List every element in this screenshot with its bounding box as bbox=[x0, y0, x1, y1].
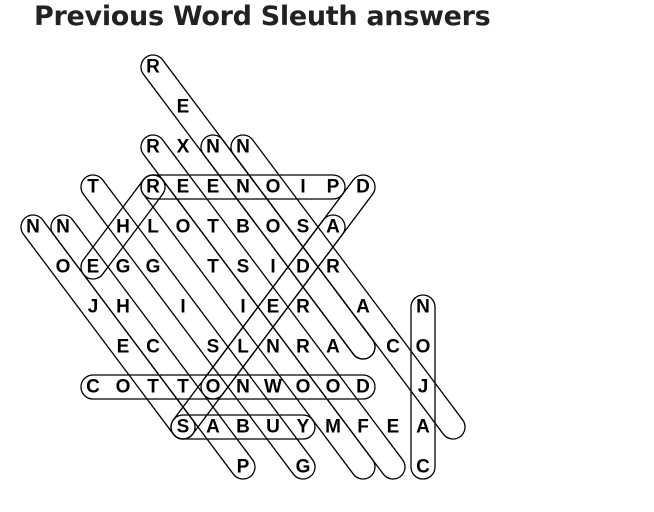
grid-letter: J bbox=[88, 297, 99, 318]
grid-letter: N bbox=[266, 337, 280, 358]
grid-letter: P bbox=[237, 457, 250, 478]
grid-letter: E bbox=[117, 337, 130, 358]
grid-letter: O bbox=[56, 257, 71, 278]
grid-letter: C bbox=[386, 337, 400, 358]
grid-letter: N bbox=[236, 177, 250, 198]
grid-letter: T bbox=[147, 377, 159, 398]
grid-letter: R bbox=[296, 337, 310, 358]
grid-letter: C bbox=[146, 337, 160, 358]
grid-letter: I bbox=[270, 257, 275, 278]
grid-letter: W bbox=[264, 377, 282, 398]
grid-letter: R bbox=[146, 57, 160, 78]
grid-letter: R bbox=[146, 177, 160, 198]
grid-letter: H bbox=[116, 297, 130, 318]
grid-letter: L bbox=[147, 217, 159, 238]
grid-letter: O bbox=[326, 377, 341, 398]
grid-letter: A bbox=[326, 217, 340, 238]
grid-letter: T bbox=[207, 257, 219, 278]
found-word-loops bbox=[20, 54, 466, 480]
grid-letter: C bbox=[86, 377, 100, 398]
grid-letter: O bbox=[266, 217, 281, 238]
grid-letter: O bbox=[296, 377, 311, 398]
grid-letter: F bbox=[357, 417, 369, 438]
grid-letter: J bbox=[418, 377, 429, 398]
grid-letter: N bbox=[416, 297, 430, 318]
found-word-loop bbox=[20, 214, 196, 440]
grid-letter: D bbox=[296, 257, 310, 278]
found-word-loop bbox=[200, 174, 376, 400]
grid-letter: I bbox=[300, 177, 305, 198]
found-word-loop bbox=[50, 214, 256, 480]
grid-letter: D bbox=[356, 177, 370, 198]
grid-letter: T bbox=[177, 377, 189, 398]
grid-letter: N bbox=[56, 217, 70, 238]
found-word-loop bbox=[80, 174, 166, 280]
found-word-loop bbox=[200, 134, 376, 360]
grid-letter: O bbox=[176, 217, 191, 238]
grid-letter: R bbox=[326, 257, 340, 278]
grid-letter: L bbox=[237, 337, 249, 358]
grid-letter: A bbox=[326, 337, 340, 358]
page-title: Previous Word Sleuth answers bbox=[34, 1, 491, 32]
grid-letter: B bbox=[236, 217, 250, 238]
grid-letter: Y bbox=[297, 417, 310, 438]
grid-letter: A bbox=[416, 417, 430, 438]
grid-letter: X bbox=[177, 137, 190, 158]
grid-letter: T bbox=[87, 177, 99, 198]
found-word-loop bbox=[170, 214, 346, 440]
grid-letter: U bbox=[266, 417, 280, 438]
grid-letter: N bbox=[236, 377, 250, 398]
grid-letter: N bbox=[26, 217, 40, 238]
grid-letter: N bbox=[236, 137, 250, 158]
grid-letter: E bbox=[207, 177, 220, 198]
grid-letter: S bbox=[237, 257, 250, 278]
grid-letter: A bbox=[206, 417, 220, 438]
grid-letter: G bbox=[116, 257, 131, 278]
grid-letter: E bbox=[87, 257, 100, 278]
grid-letter: O bbox=[416, 337, 431, 358]
grid-letter: E bbox=[387, 417, 400, 438]
found-word-loop bbox=[80, 374, 376, 400]
grid-letter: S bbox=[177, 417, 190, 438]
grid-letter: D bbox=[356, 377, 370, 398]
grid-letter: O bbox=[266, 177, 281, 198]
grid-letter: T bbox=[207, 217, 219, 238]
grid-letter: P bbox=[327, 177, 340, 198]
grid-letter: E bbox=[267, 297, 280, 318]
grid-letter: I bbox=[240, 297, 245, 318]
grid-letter: S bbox=[297, 217, 310, 238]
grid-letter: I bbox=[180, 297, 185, 318]
grid-letter: S bbox=[207, 337, 220, 358]
grid-letter: E bbox=[177, 97, 190, 118]
grid-letter: O bbox=[206, 377, 221, 398]
found-word-loop bbox=[410, 294, 436, 480]
grid-letter: G bbox=[146, 257, 161, 278]
grid-letter: H bbox=[116, 217, 130, 238]
found-word-loop bbox=[230, 134, 466, 440]
found-word-loop bbox=[140, 134, 406, 480]
grid-letter: N bbox=[206, 137, 220, 158]
grid-letter: C bbox=[416, 457, 430, 478]
grid-letter: B bbox=[236, 417, 250, 438]
grid-letter: E bbox=[177, 177, 190, 198]
grid-letter: R bbox=[296, 297, 310, 318]
found-word-loop bbox=[80, 174, 316, 480]
grid-letter: M bbox=[325, 417, 341, 438]
grid-letter: A bbox=[356, 297, 370, 318]
grid-letter: O bbox=[116, 377, 131, 398]
grid-letter: G bbox=[296, 457, 311, 478]
grid-letter: R bbox=[146, 137, 160, 158]
